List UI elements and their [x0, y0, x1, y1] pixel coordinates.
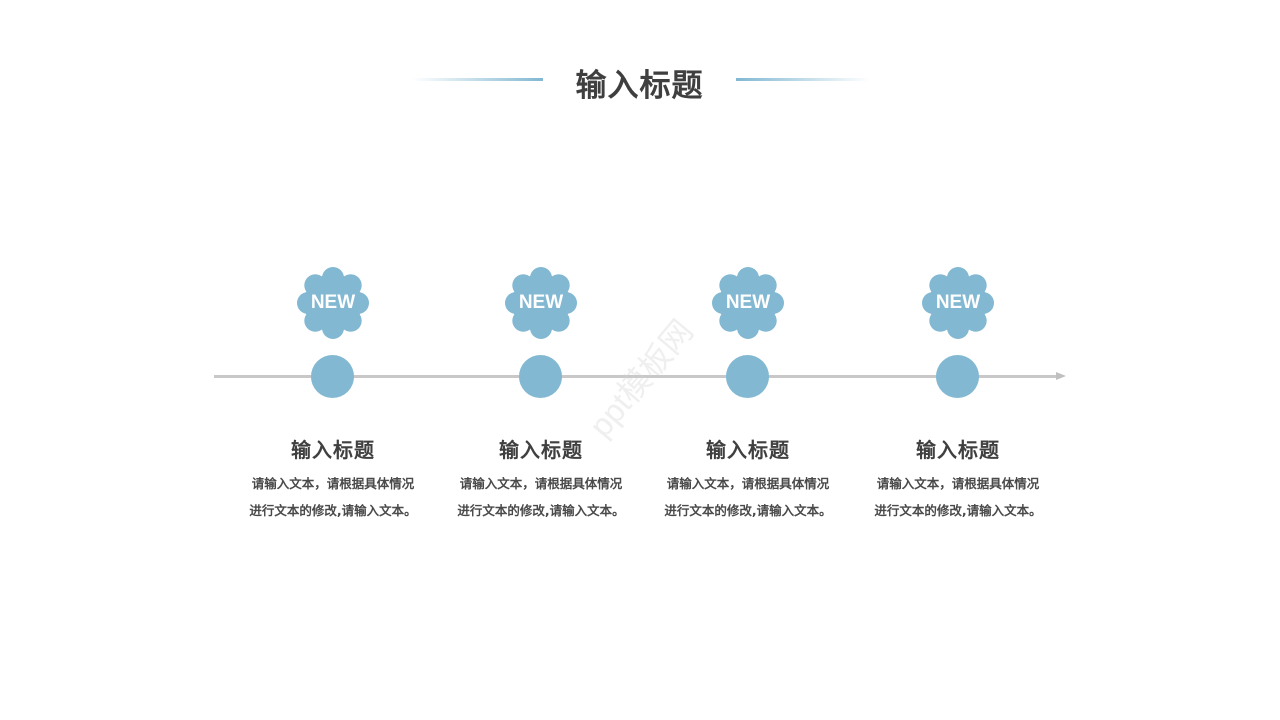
step-description[interactable]: 请输入文本，请根据具体情况 进行文本的修改,请输入文本。 — [650, 470, 846, 524]
step-desc-line-2: 进行文本的修改,请输入文本。 — [249, 503, 417, 518]
badge-label: NEW — [518, 292, 564, 313]
timeline-dot[interactable] — [519, 355, 562, 398]
title-right-line — [736, 78, 870, 81]
step-title[interactable]: 输入标题 — [706, 438, 790, 462]
step-desc-line-2: 进行文本的修改,请输入文本。 — [664, 503, 832, 518]
timeline-arrow-icon — [1056, 372, 1066, 380]
step-description[interactable]: 请输入文本，请根据具体情况 进行文本的修改,请输入文本。 — [235, 470, 431, 524]
title-left-line — [412, 78, 543, 81]
new-badge-icon[interactable]: NEW — [504, 266, 578, 340]
step-desc-line-1: 请输入文本，请根据具体情况 — [666, 476, 830, 491]
slide-title[interactable]: 输入标题 — [575, 68, 704, 104]
new-badge-icon[interactable]: NEW — [711, 266, 785, 340]
step-desc-line-1: 请输入文本，请根据具体情况 — [876, 476, 1040, 491]
timeline-line — [214, 375, 1058, 378]
timeline-dot[interactable] — [936, 355, 979, 398]
badge-label: NEW — [310, 292, 356, 313]
step-desc-line-1: 请输入文本，请根据具体情况 — [459, 476, 623, 491]
step-title[interactable]: 输入标题 — [291, 438, 375, 462]
step-title[interactable]: 输入标题 — [916, 438, 1000, 462]
step-title[interactable]: 输入标题 — [499, 438, 583, 462]
step-desc-line-2: 进行文本的修改,请输入文本。 — [874, 503, 1042, 518]
new-badge-icon[interactable]: NEW — [921, 266, 995, 340]
timeline-step-3: NEW 输入标题 请输入文本，请根据具体情况 进行文本的修改,请输入文本。 — [650, 0, 850, 720]
timeline-step-1: NEW 输入标题 请输入文本，请根据具体情况 进行文本的修改,请输入文本。 — [235, 0, 435, 720]
new-badge-icon[interactable]: NEW — [296, 266, 370, 340]
timeline-dot[interactable] — [726, 355, 769, 398]
step-desc-line-2: 进行文本的修改,请输入文本。 — [457, 503, 625, 518]
step-description[interactable]: 请输入文本，请根据具体情况 进行文本的修改,请输入文本。 — [443, 470, 639, 524]
step-desc-line-1: 请输入文本，请根据具体情况 — [251, 476, 415, 491]
timeline-dot[interactable] — [311, 355, 354, 398]
badge-label: NEW — [725, 292, 771, 313]
timeline-step-2: NEW 输入标题 请输入文本，请根据具体情况 进行文本的修改,请输入文本。 — [443, 0, 643, 720]
step-description[interactable]: 请输入文本，请根据具体情况 进行文本的修改,请输入文本。 — [860, 470, 1056, 524]
timeline-step-4: NEW 输入标题 请输入文本，请根据具体情况 进行文本的修改,请输入文本。 — [860, 0, 1060, 720]
badge-label: NEW — [935, 292, 981, 313]
